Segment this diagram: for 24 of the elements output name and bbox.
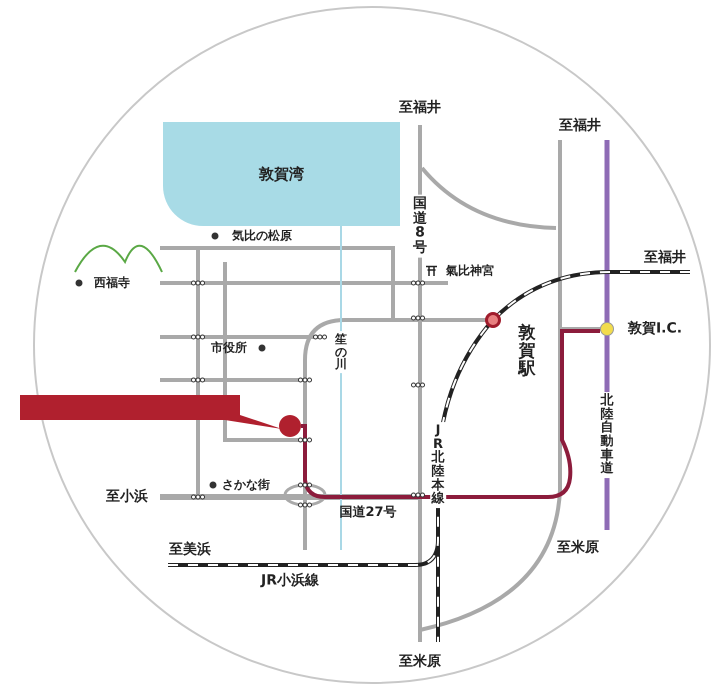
place-name: 氣比神宮: [446, 264, 494, 278]
direction-label: 至美浜: [169, 542, 211, 558]
interchange-marker: [600, 322, 614, 336]
direction-label: 至福井: [559, 118, 601, 134]
direction-label: 至米原: [399, 654, 441, 670]
road-name: 国道8号: [412, 194, 428, 258]
bay-name: 敦賀湾: [259, 164, 304, 184]
route-line: [300, 329, 600, 499]
station-marker: [485, 312, 501, 328]
place-name: 市役所: [211, 342, 247, 354]
road-name: 国道27号: [339, 506, 397, 520]
direction-label: 至福井: [644, 250, 686, 266]
direction-label: 至福井: [399, 100, 441, 116]
place-name: 西福寺: [94, 276, 130, 290]
interchange-name: 敦賀I.C.: [628, 322, 682, 336]
bay-area: [163, 122, 400, 226]
direction-label: 至小浜: [106, 490, 148, 504]
river-name: 笙の川: [334, 331, 348, 373]
railway-name: JR北陸本線: [430, 422, 446, 508]
place-name: さかな街: [222, 478, 270, 492]
location-marker: [279, 415, 301, 437]
expressway-name: 北陸自動車道: [599, 392, 615, 478]
railway-name: JR小浜線: [261, 574, 319, 588]
direction-label: 至米原: [557, 540, 599, 556]
